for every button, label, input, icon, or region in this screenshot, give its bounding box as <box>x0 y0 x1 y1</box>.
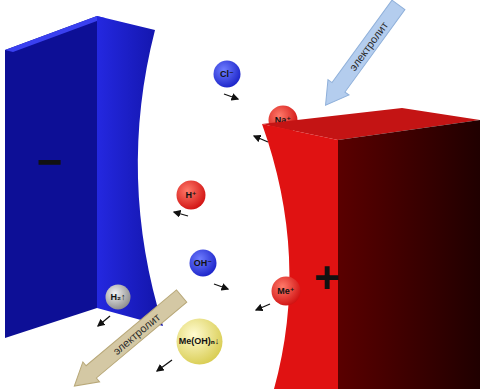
node-label: H⁺ <box>185 190 196 200</box>
node-label: Me⁺ <box>277 286 294 296</box>
ion-ball: Cl⁻ <box>213 60 241 88</box>
cathode-block: − <box>5 8 165 338</box>
node-label: Me(OH)ₙ↓ <box>179 336 220 346</box>
motion-arrow <box>214 284 228 289</box>
anode-shape <box>262 108 480 389</box>
ion-ball: H₂↑ <box>105 284 131 310</box>
motion-arrow <box>174 212 188 216</box>
node-label: + <box>314 256 340 300</box>
node-label: электролит <box>111 311 163 357</box>
node-label: − <box>37 140 63 184</box>
motion-arrow <box>98 316 110 326</box>
electrolyte-flow-arrow: электролит <box>315 0 409 113</box>
node-label: H₂↑ <box>111 292 126 302</box>
ion-ball: H⁺ <box>176 180 206 210</box>
motion-arrow <box>256 304 270 310</box>
cathode-shape <box>5 8 165 338</box>
ion-ball: Me⁺ <box>271 276 301 306</box>
motion-arrow <box>254 136 268 142</box>
node-label: OH⁻ <box>194 258 212 268</box>
motion-arrow <box>157 360 172 371</box>
ion-ball: Me(OH)ₙ↓ <box>176 318 223 365</box>
ion-ball: OH⁻ <box>189 249 217 277</box>
anode-block: + <box>262 108 480 389</box>
node-label: электролит <box>347 19 390 73</box>
node-label: Cl⁻ <box>220 69 234 79</box>
motion-arrow <box>224 94 238 99</box>
